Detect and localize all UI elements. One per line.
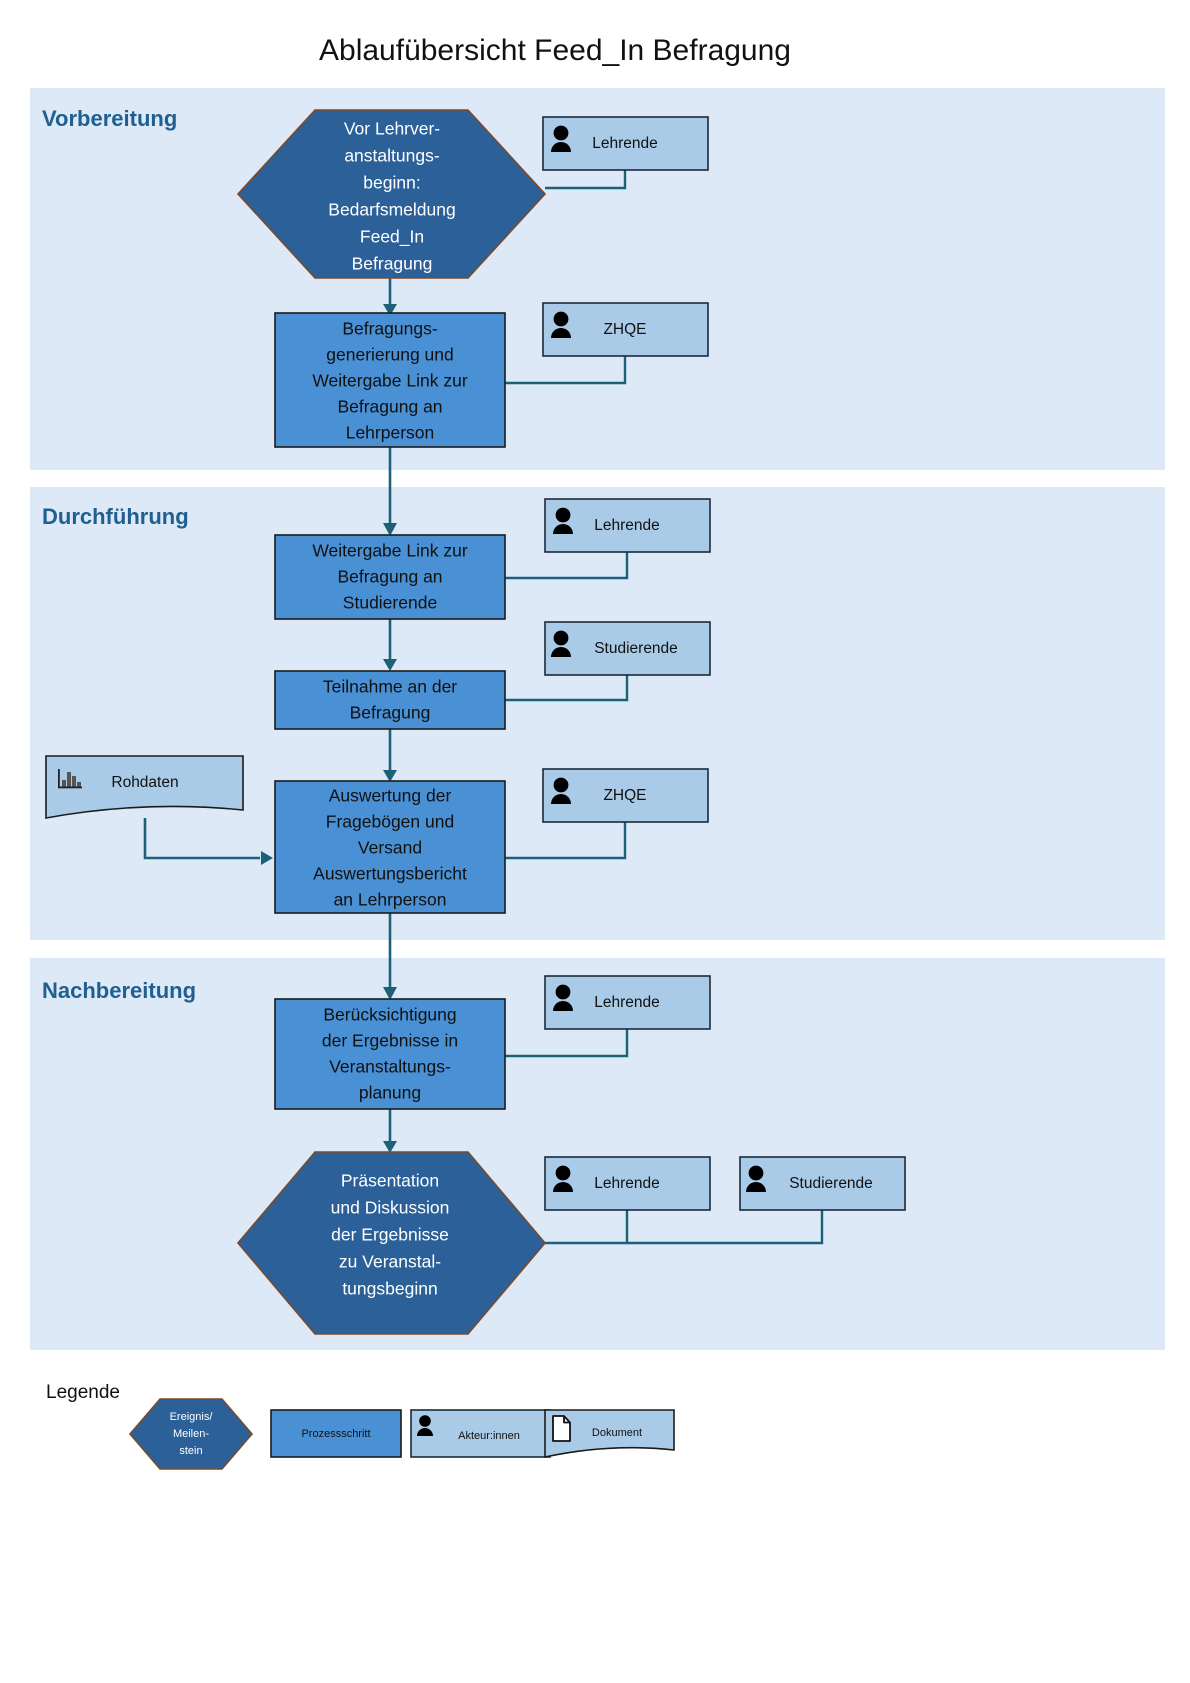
- legend-document-label: Dokument: [592, 1427, 642, 1439]
- connector-beruecksichtigung-to-end: [383, 1109, 397, 1153]
- person-icon: [551, 125, 571, 152]
- milestone-end-line-1: Präsentation: [341, 1171, 439, 1191]
- proc-generierung-line-3: Weitergabe Link zur: [312, 371, 467, 391]
- proc-generierung-line-2: generierung und: [326, 345, 453, 365]
- band-title-vorbereitung: Vorbereitung: [42, 106, 177, 131]
- band-durchfuehrung: [30, 487, 1165, 940]
- milestone-end-line-5: tungsbeginn: [342, 1279, 437, 1299]
- legend-item-actor: Akteur:innen: [410, 1409, 551, 1458]
- legend-milestone-line-3: stein: [179, 1445, 202, 1457]
- legend-milestone-line-1: Ereignis/: [170, 1411, 214, 1423]
- proc-beruecksichtigung-line-1: Berücksichtigung: [323, 1005, 456, 1025]
- person-icon: [553, 507, 573, 534]
- connector-a5: [505, 821, 627, 860]
- bar-chart-icon: [58, 769, 82, 789]
- legend-actor-label: Akteur:innen: [458, 1430, 520, 1442]
- proc-beruecksichtigung-line-4: planung: [359, 1083, 421, 1103]
- node-process-teilnahme[interactable]: Teilnahme an der Befragung: [274, 670, 506, 730]
- connector-generierung-to-weitergabe: [383, 447, 397, 536]
- proc-generierung-line-1: Befragungs-: [342, 319, 438, 339]
- legend-process-label: Prozessschritt: [301, 1428, 370, 1440]
- proc-teilnahme-line-2: Befragung: [350, 703, 431, 723]
- actor-label: Lehrende: [594, 994, 660, 1011]
- milestone-start-line-4: Bedarfsmeldung: [328, 200, 455, 220]
- actor-studierende-2[interactable]: Studierende: [739, 1156, 906, 1211]
- milestone-start-line-6: Befragung: [352, 254, 433, 274]
- actor-zhqe-2[interactable]: ZHQE: [542, 768, 709, 823]
- legend-item-process: Prozessschritt: [270, 1409, 402, 1458]
- proc-weitergabe-line-2: Befragung an: [337, 567, 442, 587]
- node-process-beruecksichtigung[interactable]: Berücksichtigung der Ergebnisse in Veran…: [274, 998, 506, 1110]
- person-icon: [551, 311, 571, 338]
- proc-weitergabe-line-3: Studierende: [343, 593, 437, 613]
- actor-label: Lehrende: [594, 1175, 660, 1192]
- page-icon: [552, 1415, 571, 1442]
- person-icon: [553, 1165, 573, 1192]
- legend-item-document: Dokument: [544, 1409, 675, 1458]
- band-title-durchfuehrung: Durchführung: [42, 504, 189, 529]
- band-title-nachbereitung: Nachbereitung: [42, 978, 196, 1003]
- milestone-start-line-3: beginn:: [363, 173, 420, 193]
- page-title: Ablaufübersicht Feed_In Befragung: [319, 34, 791, 67]
- actor-label: ZHQE: [603, 787, 646, 804]
- actor-label: Lehrende: [592, 135, 658, 152]
- legend-item-milestone: Ereignis/ Meilen- stein: [128, 1398, 254, 1470]
- connector-a3: [505, 552, 629, 580]
- node-milestone-end[interactable]: Präsentation und Diskussion der Ergebnis…: [236, 1151, 547, 1335]
- person-icon: [551, 777, 571, 804]
- person-icon: [551, 630, 571, 657]
- person-icon: [417, 1415, 433, 1436]
- milestone-end-line-3: der Ergebnisse: [331, 1225, 449, 1245]
- node-process-weitergabe[interactable]: Weitergabe Link zur Befragung an Studier…: [274, 534, 506, 620]
- actor-lehrende-3[interactable]: Lehrende: [544, 975, 711, 1030]
- proc-generierung-line-4: Befragung an: [337, 397, 442, 417]
- node-process-auswertung[interactable]: Auswertung der Fragebögen und Versand Au…: [274, 780, 506, 914]
- milestone-start-line-5: Feed_In: [360, 227, 424, 248]
- connector-a1: [545, 170, 627, 190]
- proc-weitergabe-line-1: Weitergabe Link zur: [312, 541, 467, 561]
- proc-auswertung-line-1: Auswertung der: [329, 786, 452, 806]
- actor-lehrende-4[interactable]: Lehrende: [544, 1156, 711, 1211]
- proc-auswertung-line-2: Fragebögen und: [326, 812, 454, 832]
- legend-title: Legende: [46, 1382, 120, 1403]
- actor-lehrende-2[interactable]: Lehrende: [544, 498, 711, 553]
- proc-teilnahme-line-1: Teilnahme an der: [323, 677, 457, 697]
- actor-studierende-1[interactable]: Studierende: [544, 621, 711, 676]
- person-icon: [553, 984, 573, 1011]
- actor-label: Lehrende: [594, 517, 660, 534]
- proc-auswertung-line-5: an Lehrperson: [334, 890, 447, 910]
- milestone-start-line-2: anstaltungs-: [344, 146, 440, 166]
- node-process-generierung[interactable]: Befragungs- generierung und Weitergabe L…: [274, 312, 506, 448]
- connector-a7-a8: [545, 1210, 824, 1245]
- connector-a4: [505, 674, 629, 702]
- actor-label: Studierende: [594, 640, 678, 657]
- proc-beruecksichtigung-line-3: Veranstaltungs-: [329, 1057, 451, 1077]
- connector-a6: [505, 1029, 629, 1058]
- node-milestone-start[interactable]: Vor Lehrver- anstaltungs- beginn: Bedarf…: [236, 109, 547, 279]
- proc-auswertung-line-4: Auswertungsbericht: [313, 864, 467, 884]
- milestone-start-line-1: Vor Lehrver-: [344, 119, 440, 139]
- legend-milestone-line-2: Meilen-: [173, 1428, 209, 1440]
- actor-lehrende-1[interactable]: Lehrende: [542, 116, 709, 171]
- actor-label: Studierende: [789, 1175, 873, 1192]
- connector-rohdaten: [143, 818, 273, 865]
- person-icon: [746, 1165, 766, 1192]
- connector-auswertung-to-beruecksichtigung: [383, 913, 397, 1000]
- milestone-end-line-4: zu Veranstal-: [339, 1252, 441, 1272]
- actor-label: ZHQE: [603, 321, 646, 338]
- proc-generierung-line-5: Lehrperson: [346, 423, 435, 443]
- document-label: Rohdaten: [111, 774, 178, 791]
- connector-start-to-generierung: [383, 278, 397, 316]
- proc-beruecksichtigung-line-2: der Ergebnisse in: [322, 1031, 458, 1051]
- connector-a2: [505, 356, 627, 385]
- connector-teilnahme-to-auswertung: [383, 729, 397, 782]
- connector-weitergabe-to-teilnahme: [383, 619, 397, 671]
- actor-zhqe-1[interactable]: ZHQE: [542, 302, 709, 357]
- node-document-rohdaten[interactable]: Rohdaten: [45, 755, 244, 819]
- milestone-end-line-2: und Diskussion: [331, 1198, 450, 1218]
- proc-auswertung-line-3: Versand: [358, 838, 422, 858]
